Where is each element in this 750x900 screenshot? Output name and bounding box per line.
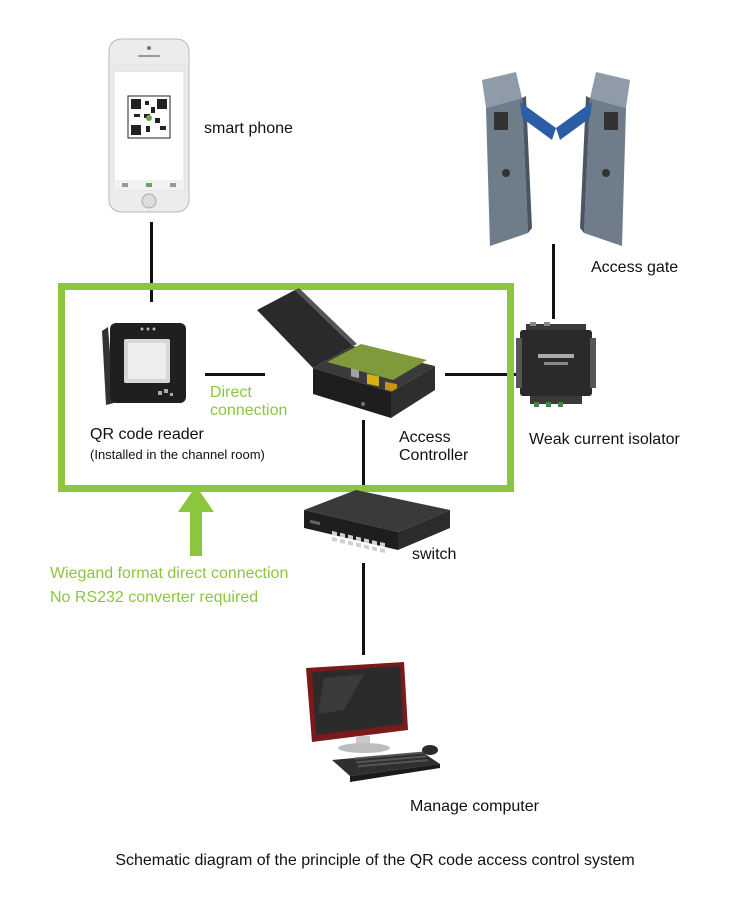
arrow-up-icon — [178, 486, 214, 556]
access-gate-icon — [482, 72, 630, 246]
diagram-caption: Schematic diagram of the principle of th… — [115, 852, 635, 869]
wiegand-line2: No RS232 converter required — [50, 589, 259, 606]
smart-phone-label: smart phone — [204, 120, 293, 137]
access-controller-label-line2: Controller — [399, 447, 469, 464]
line-phone-reader — [150, 222, 153, 302]
access-controller-icon — [257, 288, 435, 418]
line-switch-computer — [362, 563, 365, 655]
access-gate-label: Access gate — [591, 259, 679, 276]
line-reader-controller — [205, 373, 265, 376]
isolator-label: Weak current isolator — [529, 431, 680, 448]
wiegand-line1: Wiegand format direct connection — [50, 565, 289, 582]
access-controller-label-line1: Access — [399, 429, 451, 446]
switch-label: switch — [412, 546, 457, 563]
line-gate-isolator — [552, 244, 555, 319]
smartphone-icon — [108, 38, 190, 213]
qr-reader-label: QR code reader — [90, 426, 204, 443]
channel-room-frame — [58, 283, 514, 492]
qr-reader-icon — [102, 323, 186, 405]
qr-reader-note: (Installed in the channel room) — [90, 447, 265, 462]
network-switch-icon — [304, 490, 450, 554]
line-controller-isolator — [445, 373, 517, 376]
line-controller-switch — [362, 420, 365, 495]
direct-connection-line2: connection — [210, 402, 288, 419]
computer-icon — [306, 662, 440, 782]
computer-label: Manage computer — [410, 798, 539, 815]
isolator-icon — [516, 322, 596, 407]
direct-connection-line1: Direct — [210, 384, 252, 401]
